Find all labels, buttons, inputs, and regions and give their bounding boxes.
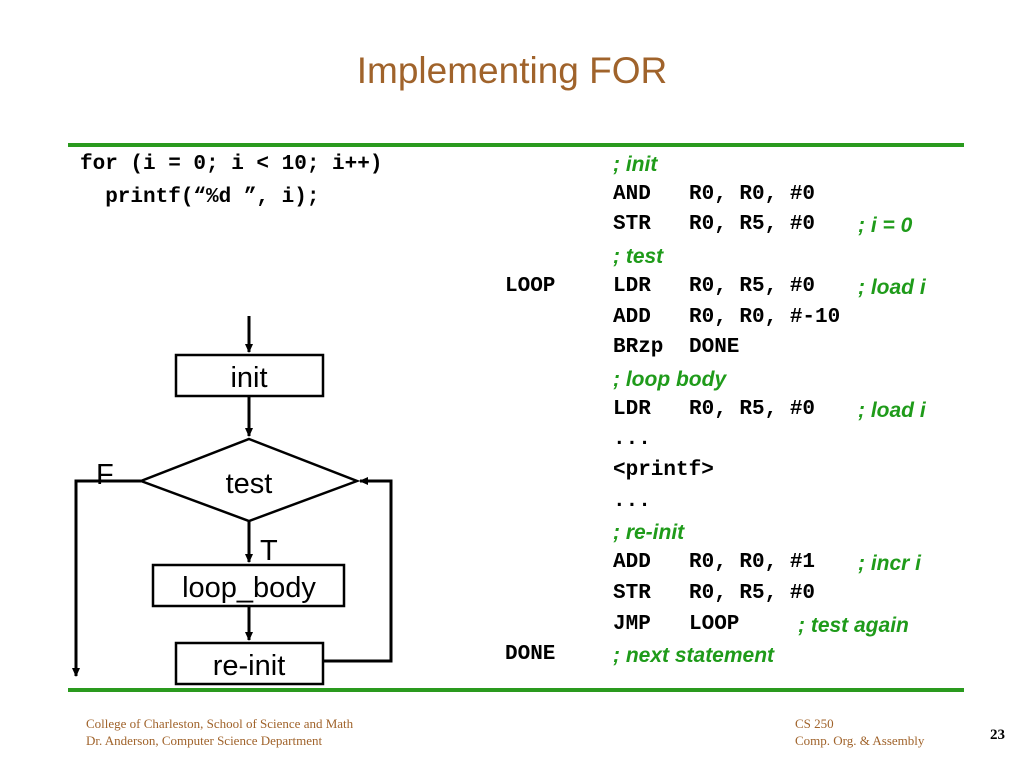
asm-opcode: AND (613, 182, 651, 206)
loop-body-label: loop_body (182, 572, 316, 604)
asm-comment: ; load i (858, 275, 926, 299)
asm-operands: LOOP (689, 612, 740, 636)
asm-opcode: LDR (613, 274, 651, 298)
asm-opcode: LDR (613, 397, 651, 421)
asm-comment: ; load i (858, 398, 926, 422)
footer-left: College of Charleston, School of Science… (86, 715, 353, 749)
loop-body-box (151, 563, 346, 608)
footer-course-code: CS 250 (795, 716, 834, 731)
asm-operands: R0, R0, #-10 (689, 305, 841, 329)
asm-comment: ; i = 0 (858, 214, 913, 238)
asm-operands: R0, R5, #0 (689, 274, 816, 298)
asm-line: ; init (0, 152, 1024, 183)
asm-line: ... (0, 490, 1024, 521)
asm-line: DONE ; next statement (0, 643, 1024, 674)
slide-title: Implementing FOR (356, 50, 668, 91)
asm-line: ADD R0, R0, #1 ; incr i (0, 551, 1024, 582)
asm-line: LOOP LDR R0, R5, #0 ; load i (0, 275, 1024, 306)
asm-comment: ; loop body (613, 367, 727, 391)
asm-line: ADD R0, R0, #-10 (0, 306, 1024, 337)
asm-label: LOOP (505, 274, 556, 298)
true-branch-label: T (260, 535, 278, 567)
page-number: 23 (990, 727, 1005, 743)
asm-line: JMP LOOP ; test again (0, 613, 1024, 644)
asm-comment: ; re-init (613, 521, 685, 545)
footer-course-name: Comp. Org. & Assembly (795, 733, 925, 748)
asm-operands: DONE (689, 336, 740, 360)
footer-school: College of Charleston, School of Science… (86, 716, 354, 731)
asm-comment: ; test (613, 245, 664, 269)
asm-opcode: STR (613, 581, 651, 605)
asm-operands: R0, R5, #0 (689, 397, 816, 421)
asm-line: <printf> (0, 459, 1024, 490)
init-box (174, 353, 325, 398)
asm-comment: ; init (613, 153, 658, 176)
asm-operands: R0, R5, #0 (689, 213, 816, 237)
c-code-line-1: for (i = 0; i < 10; i++) (80, 153, 383, 176)
asm-operands: R0, R0, #0 (689, 182, 816, 206)
asm-comment: ; test again (798, 613, 909, 637)
reinit-label: re-init (213, 650, 286, 682)
asm-opcode: ... (613, 489, 651, 513)
top-divider (68, 143, 964, 147)
asm-opcode: ADD (613, 551, 651, 575)
test-label: test (226, 468, 273, 500)
asm-line: STR R0, R5, #0 ; i = 0 (0, 213, 1024, 244)
asm-opcode: BRzp (613, 336, 664, 360)
loop-back-arrow (323, 477, 393, 663)
bottom-divider (68, 688, 964, 692)
asm-line: ... (0, 428, 1024, 459)
asm-opcode: ... (613, 428, 651, 452)
false-branch-label: F (96, 459, 114, 491)
asm-label: DONE (505, 643, 556, 667)
c-code-line-2: printf(“%d ”, i); (80, 186, 320, 209)
asm-operands: R0, R0, #1 (689, 551, 816, 575)
asm-operands: R0, R5, #0 (689, 581, 816, 605)
reinit-box (174, 641, 325, 686)
asm-line: ; loop body (0, 367, 1024, 398)
asm-line: STR R0, R5, #0 (0, 582, 1024, 613)
asm-comment: ; next statement (613, 644, 775, 668)
asm-opcode: STR (613, 213, 651, 237)
asm-line: LDR R0, R5, #0 ; load i (0, 398, 1024, 429)
asm-comment: ; incr i (858, 552, 922, 576)
asm-opcode: <printf> (613, 459, 714, 482)
false-branch-arrow (72, 479, 141, 677)
asm-opcode: ADD (613, 305, 651, 329)
footer-right: CS 250 Comp. Org. & Assembly (795, 715, 924, 749)
init-label: init (230, 362, 267, 394)
asm-line: AND R0, R0, #0 (0, 183, 1024, 214)
asm-line: ; test (0, 244, 1024, 275)
asm-line: BRzp DONE (0, 336, 1024, 367)
asm-line: ; re-init (0, 520, 1024, 551)
asm-opcode: JMP (613, 612, 651, 636)
footer-department: Dr. Anderson, Computer Science Departmen… (86, 733, 323, 748)
